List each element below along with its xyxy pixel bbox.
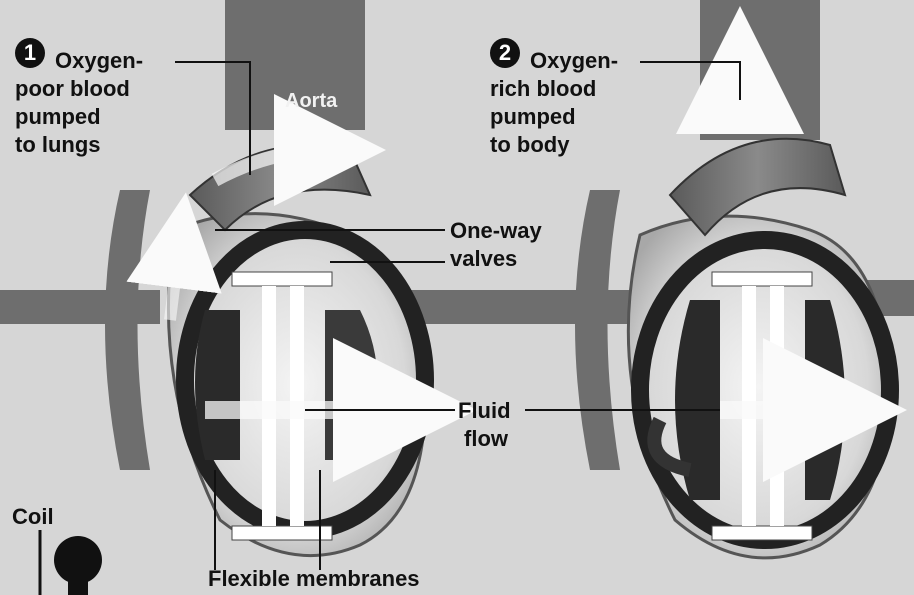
- step-1-number-badge: 1: [15, 38, 45, 68]
- step-2-number-badge: 2: [490, 38, 520, 68]
- coil: [40, 530, 102, 595]
- fluid-flow-label-line-2: flow: [464, 426, 508, 452]
- valves-label-line-1: One-way: [450, 218, 542, 244]
- fluid-flow-label-line-1: Fluid: [458, 398, 511, 424]
- flexible-membranes-label: Flexible membranes: [208, 566, 420, 592]
- aorta-label: Aorta: [285, 88, 337, 114]
- step-1-text-line-4: to lungs: [15, 132, 101, 158]
- step-1-text-line-3: pumped: [15, 104, 101, 130]
- right-heart: [628, 70, 890, 558]
- step-2-text-line-4: to body: [490, 132, 569, 158]
- step-1-text-line-1: Oxygen-: [55, 48, 143, 74]
- valves-label-line-2: valves: [450, 246, 517, 272]
- step-2-text-line-1: Oxygen-: [530, 48, 618, 74]
- step-1-text-line-2: poor blood: [15, 76, 130, 102]
- step-2-text-line-3: pumped: [490, 104, 576, 130]
- left-heart: [168, 145, 425, 555]
- step-2-text-line-2: rich blood: [490, 76, 596, 102]
- coil-label: Coil: [12, 504, 54, 530]
